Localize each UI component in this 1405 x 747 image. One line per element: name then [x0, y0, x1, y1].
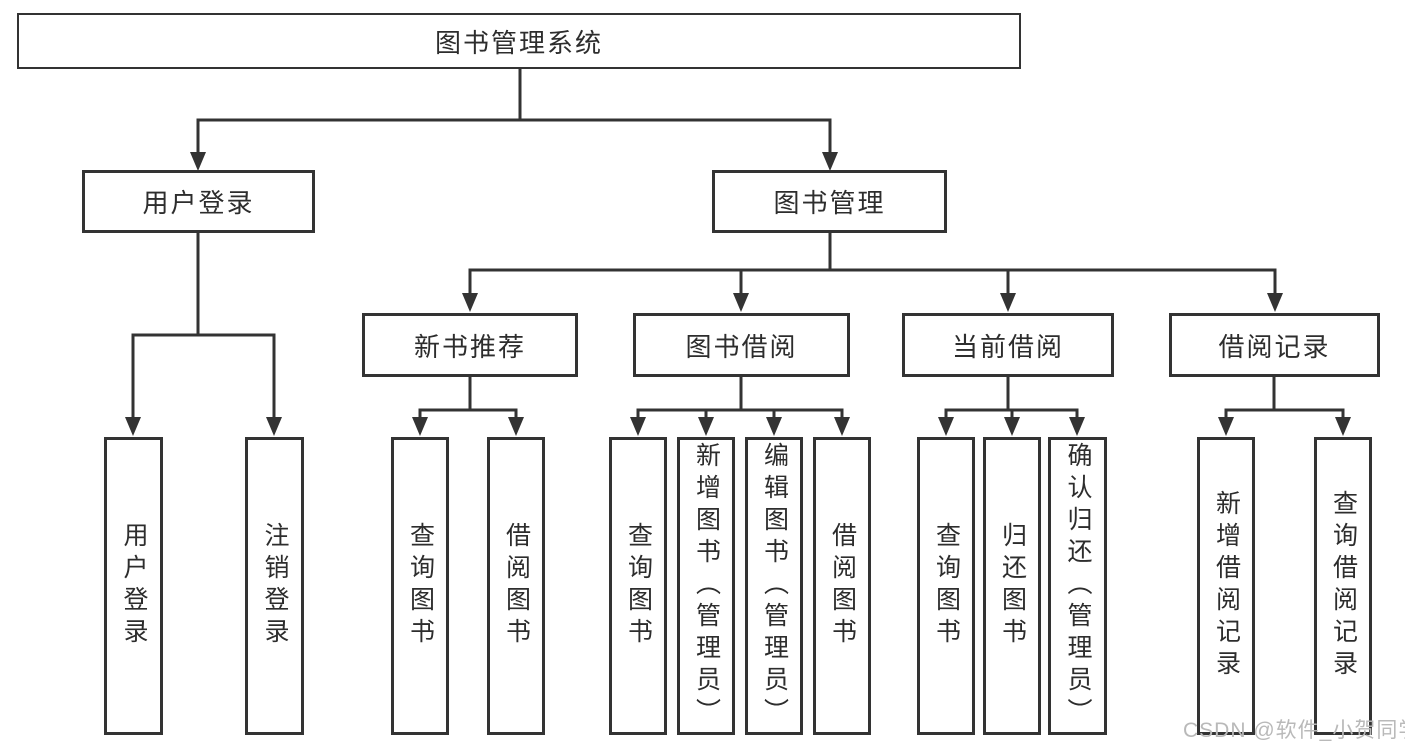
node-label: 查询借阅记录	[1329, 490, 1358, 682]
node-label: 借阅图书	[502, 522, 531, 650]
leaf-confirm-return-admin: 确认归还（管理员）	[1048, 437, 1107, 735]
arrow-down-icon	[1267, 293, 1283, 312]
node-book-borrow: 图书借阅	[633, 313, 850, 377]
arrow-down-icon	[1335, 417, 1351, 436]
arrow-down-icon	[938, 417, 954, 436]
arrow-down-icon	[266, 417, 282, 436]
node-label: 注销登录	[261, 522, 289, 650]
node-label: 新书推荐	[413, 331, 526, 362]
node-book-management: 图书管理	[712, 170, 947, 233]
leaf-add-borrow-record: 新增借阅记录	[1197, 437, 1255, 735]
node-label: 借阅图书	[828, 522, 857, 650]
leaf-logout-login: 注销登录	[245, 437, 304, 735]
node-label: 新增图书（管理员）	[692, 442, 721, 730]
arrow-down-icon	[462, 293, 478, 312]
connector-book-borrow-to-leaves	[636, 375, 844, 420]
node-label: 图书借阅	[685, 331, 798, 362]
leaf-user-login: 用户登录	[104, 437, 163, 735]
connector-borrow-records-to-leaves	[1224, 375, 1345, 420]
arrowheads	[125, 152, 1351, 436]
leaf-borrow-books: 借阅图书	[813, 437, 871, 735]
node-label: 查询图书	[932, 522, 961, 650]
node-current-borrow: 当前借阅	[902, 313, 1114, 377]
arrow-down-icon	[1218, 417, 1234, 436]
node-label: 归还图书	[998, 522, 1027, 650]
arrow-down-icon	[630, 417, 646, 436]
arrow-down-icon	[698, 417, 714, 436]
node-new-book-recommend: 新书推荐	[362, 313, 578, 377]
connector-root-to-level2	[196, 67, 832, 154]
connector-current-borrow-to-leaves	[944, 375, 1079, 420]
arrow-down-icon	[834, 417, 850, 436]
node-label: 新增借阅记录	[1212, 490, 1241, 682]
arrow-down-icon	[822, 152, 838, 171]
node-label: 用户登录	[120, 522, 148, 650]
node-label: 查询图书	[406, 522, 435, 650]
leaf-add-books-admin: 新增图书（管理员）	[677, 437, 735, 735]
arrow-down-icon	[412, 417, 428, 436]
connector-book-mgmt-to-level3	[468, 231, 1277, 296]
node-label: 图书管理	[773, 188, 886, 218]
node-label: 借阅记录	[1218, 331, 1331, 362]
node-label: 当前借阅	[951, 331, 1064, 362]
leaf-return-books: 归还图书	[983, 437, 1041, 735]
arrow-down-icon	[1004, 417, 1020, 436]
arrow-down-icon	[733, 293, 749, 312]
node-label: 用户登录	[142, 188, 255, 218]
node-library-system: 图书管理系统	[17, 13, 1021, 69]
leaf-query-books-borrow: 查询图书	[609, 437, 667, 735]
connector-user-login-to-leaves	[131, 231, 276, 420]
leaf-query-books-recommend: 查询图书	[391, 437, 449, 735]
node-borrow-records: 借阅记录	[1169, 313, 1380, 377]
arrow-down-icon	[190, 152, 206, 171]
leaf-borrow-books-recommend: 借阅图书	[487, 437, 545, 735]
connector-new-book-to-leaves	[418, 375, 518, 420]
watermark: CSDN @软件_小贺同学	[1183, 719, 1405, 742]
node-label: 确认归还（管理员）	[1064, 442, 1092, 730]
node-label: 图书管理系统	[434, 27, 603, 58]
node-label: 查询图书	[624, 522, 653, 650]
arrow-down-icon	[766, 417, 782, 436]
leaf-query-borrow-record: 查询借阅记录	[1314, 437, 1372, 735]
arrow-down-icon	[1069, 417, 1085, 436]
node-user-login: 用户登录	[82, 170, 315, 233]
arrow-down-icon	[508, 417, 524, 436]
leaf-edit-books-admin: 编辑图书（管理员）	[745, 437, 803, 735]
leaf-query-books-current: 查询图书	[917, 437, 975, 735]
node-label: 编辑图书（管理员）	[760, 442, 789, 730]
arrow-down-icon	[125, 417, 141, 436]
arrow-down-icon	[1000, 293, 1016, 312]
